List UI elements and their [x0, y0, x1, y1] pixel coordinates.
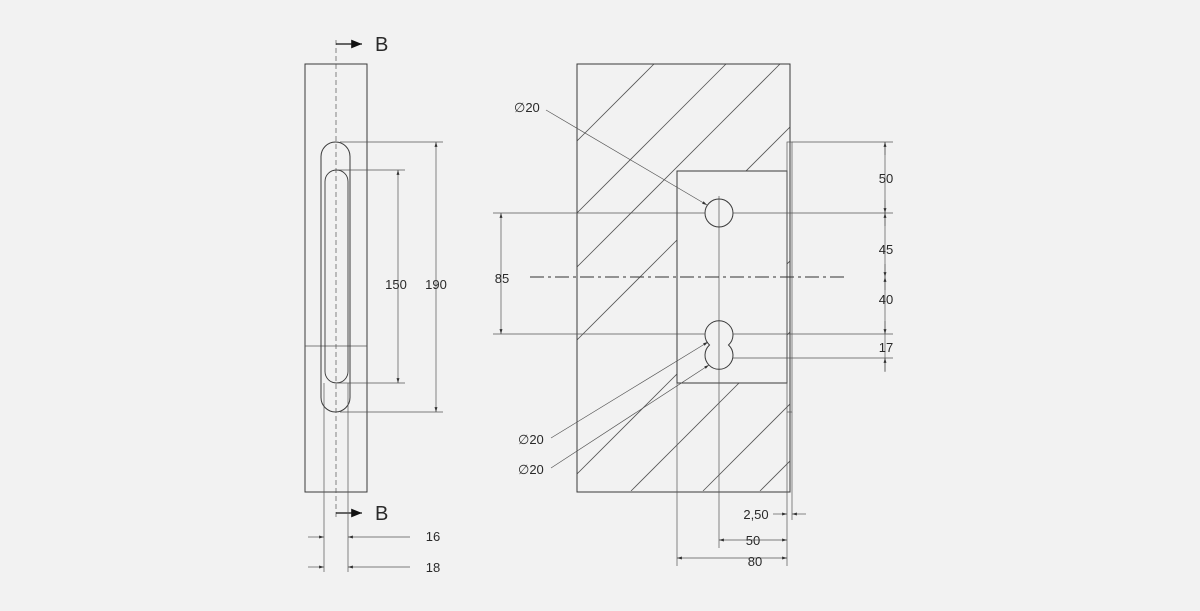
dim-lower-hole-diameter-2: ∅20	[518, 462, 544, 477]
front-view: 50 45 40 17 85 ∅20 ∅20 ∅20 2,50 50 80	[493, 63, 893, 569]
section-label-top: B	[375, 34, 388, 56]
dim-slot-inner-length: 150	[385, 277, 407, 292]
dim-plate-width: 80	[748, 554, 762, 569]
wall-outline	[576, 63, 791, 493]
slot-outer	[320, 141, 351, 413]
dim-top-hole-diameter: ∅20	[514, 100, 540, 115]
section-label-bottom: B	[375, 503, 388, 525]
dim-width-outer: 18	[426, 560, 440, 575]
dim-spacing-axis-to-lower: 40	[879, 292, 893, 307]
dim-hole-from-edge: 50	[746, 533, 760, 548]
dim-width-inner: 16	[426, 529, 440, 544]
hole-lower-pair	[704, 320, 734, 370]
dim-spacing-top: 50	[879, 171, 893, 186]
dim-slot-outer-length: 190	[425, 277, 447, 292]
dim-spacing-lower-holes: 17	[879, 340, 893, 355]
slot-inner	[324, 169, 349, 384]
dim-plate-offset: 2,50	[743, 507, 768, 522]
side-view: B B 190 150 16 18	[304, 34, 447, 575]
dim-hole-spacing-total: 85	[495, 271, 509, 286]
dim-lower-hole-diameter-1: ∅20	[518, 432, 544, 447]
dim-spacing-upper-to-axis: 45	[879, 242, 893, 257]
